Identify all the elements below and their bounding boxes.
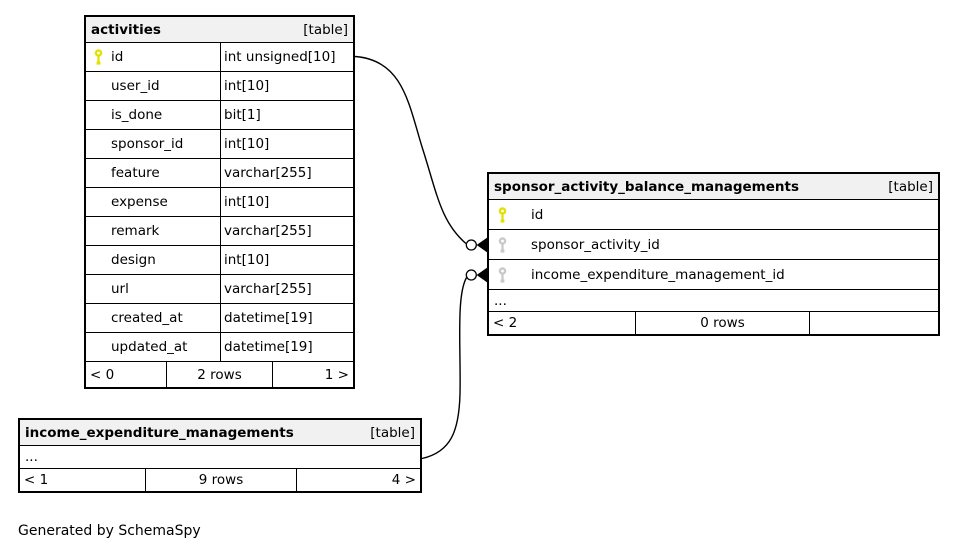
column-name: updated_at [111, 339, 188, 355]
column-name: expense [111, 194, 168, 210]
column-name-cell: id [489, 200, 938, 229]
column-row: user_id int[10] [86, 72, 353, 101]
column-name: id [531, 206, 544, 223]
column-row: design int[10] [86, 246, 353, 275]
column-type: varchar[255] [220, 217, 353, 245]
table-title: sponsor_activity_balance_managements [494, 178, 799, 195]
column-type: datetime[19] [220, 304, 353, 332]
column-name-cell: design [86, 246, 220, 274]
hidden-columns-ellipsis: ... [20, 446, 420, 469]
column-name: sponsor_id [111, 136, 184, 152]
relationship-income-to-sponsor-balance [421, 267, 487, 460]
key-icon [498, 236, 507, 253]
column-name: is_done [111, 107, 163, 123]
column-type: int[10] [220, 130, 353, 158]
column-row: id [489, 200, 938, 230]
column-name-cell: is_done [86, 101, 220, 129]
column-row: created_at datetime[19] [86, 304, 353, 333]
column-name: sponsor_activity_id [531, 236, 660, 253]
column-row: expense int[10] [86, 188, 353, 217]
crowfoot-marker [476, 237, 487, 253]
table-type-tag: [table] [370, 424, 415, 441]
table-header: activities [table] [86, 17, 353, 43]
footer-row-count: 9 rows [145, 469, 297, 491]
column-name-cell: income_expenditure_management_id [489, 260, 938, 289]
column-type: varchar[255] [220, 275, 353, 303]
column-name-cell: url [86, 275, 220, 303]
column-row: remark varchar[255] [86, 217, 353, 246]
table-income-expenditure-managements[interactable]: income_expenditure_managements [table] .… [18, 418, 422, 493]
column-row: is_done bit[1] [86, 101, 353, 130]
table-header: sponsor_activity_balance_managements [ta… [489, 174, 938, 200]
column-type: int[10] [220, 188, 353, 216]
column-type: int[10] [220, 246, 353, 274]
column-name: remark [111, 223, 160, 239]
footer-child-count: 1 > [324, 366, 349, 383]
crowfoot-marker [476, 267, 487, 283]
relationship-line [354, 55, 467, 245]
column-name: income_expenditure_management_id [531, 266, 785, 283]
column-name: url [111, 281, 129, 297]
relationship-line [421, 277, 468, 460]
key-icon [498, 266, 507, 283]
column-row: url varchar[255] [86, 275, 353, 304]
key-icon [94, 49, 103, 65]
column-name-cell: expense [86, 188, 220, 216]
column-type: bit[1] [220, 101, 353, 129]
column-type: datetime[19] [220, 333, 353, 361]
column-name-cell: feature [86, 159, 220, 187]
column-name: design [111, 252, 156, 268]
column-name: created_at [111, 310, 183, 326]
table-title: activities [91, 21, 161, 38]
column-name-cell: id [86, 43, 220, 71]
table-type-tag: [table] [888, 178, 933, 195]
table-type-tag: [table] [303, 21, 348, 38]
column-row: income_expenditure_management_id [489, 260, 938, 290]
footer-parent-count: < 0 [90, 366, 115, 383]
column-row: feature varchar[255] [86, 159, 353, 188]
table-footer: < 0 2 rows 1 > [86, 362, 353, 387]
column-name-cell: user_id [86, 72, 220, 100]
column-row: sponsor_id int[10] [86, 130, 353, 159]
table-title: income_expenditure_managements [25, 424, 294, 441]
column-row: updated_at datetime[19] [86, 333, 353, 362]
column-list: id int unsigned[10] user [86, 43, 353, 362]
column-type: varchar[255] [220, 159, 353, 187]
footer-row-count: 2 rows [166, 362, 273, 387]
key-icon [498, 206, 507, 223]
column-list: id sponsor_activity_id [489, 200, 938, 290]
column-name: user_id [111, 78, 160, 94]
generator-credit: Generated by SchemaSpy [18, 523, 201, 539]
table-header: income_expenditure_managements [table] [20, 420, 420, 446]
column-name-cell: sponsor_activity_id [489, 230, 938, 259]
column-name: feature [111, 165, 160, 181]
zero-or-one-marker [465, 239, 477, 251]
hidden-columns-ellipsis: ... [489, 290, 938, 312]
table-footer: < 2 0 rows [489, 312, 938, 334]
column-row: sponsor_activity_id [489, 230, 938, 260]
relationship-activities-to-sponsor-balance [354, 55, 487, 253]
footer-row-count: 0 rows [635, 312, 810, 334]
column-row: id int unsigned[10] [86, 43, 353, 72]
zero-or-one-marker [465, 269, 477, 281]
footer-child-count: 4 > [391, 472, 416, 488]
column-name-cell: sponsor_id [86, 130, 220, 158]
table-footer: < 1 9 rows 4 > [20, 469, 420, 491]
column-name-cell: updated_at [86, 333, 220, 361]
footer-parent-count: < 1 [24, 472, 49, 488]
column-name: id [111, 49, 124, 65]
column-name-cell: remark [86, 217, 220, 245]
column-name-cell: created_at [86, 304, 220, 332]
table-activities[interactable]: activities [table] id [84, 15, 355, 389]
footer-parent-count: < 2 [493, 315, 518, 331]
column-type: int[10] [220, 72, 353, 100]
column-type: int unsigned[10] [220, 43, 353, 71]
table-sponsor-activity-balance-managements[interactable]: sponsor_activity_balance_managements [ta… [487, 172, 940, 336]
